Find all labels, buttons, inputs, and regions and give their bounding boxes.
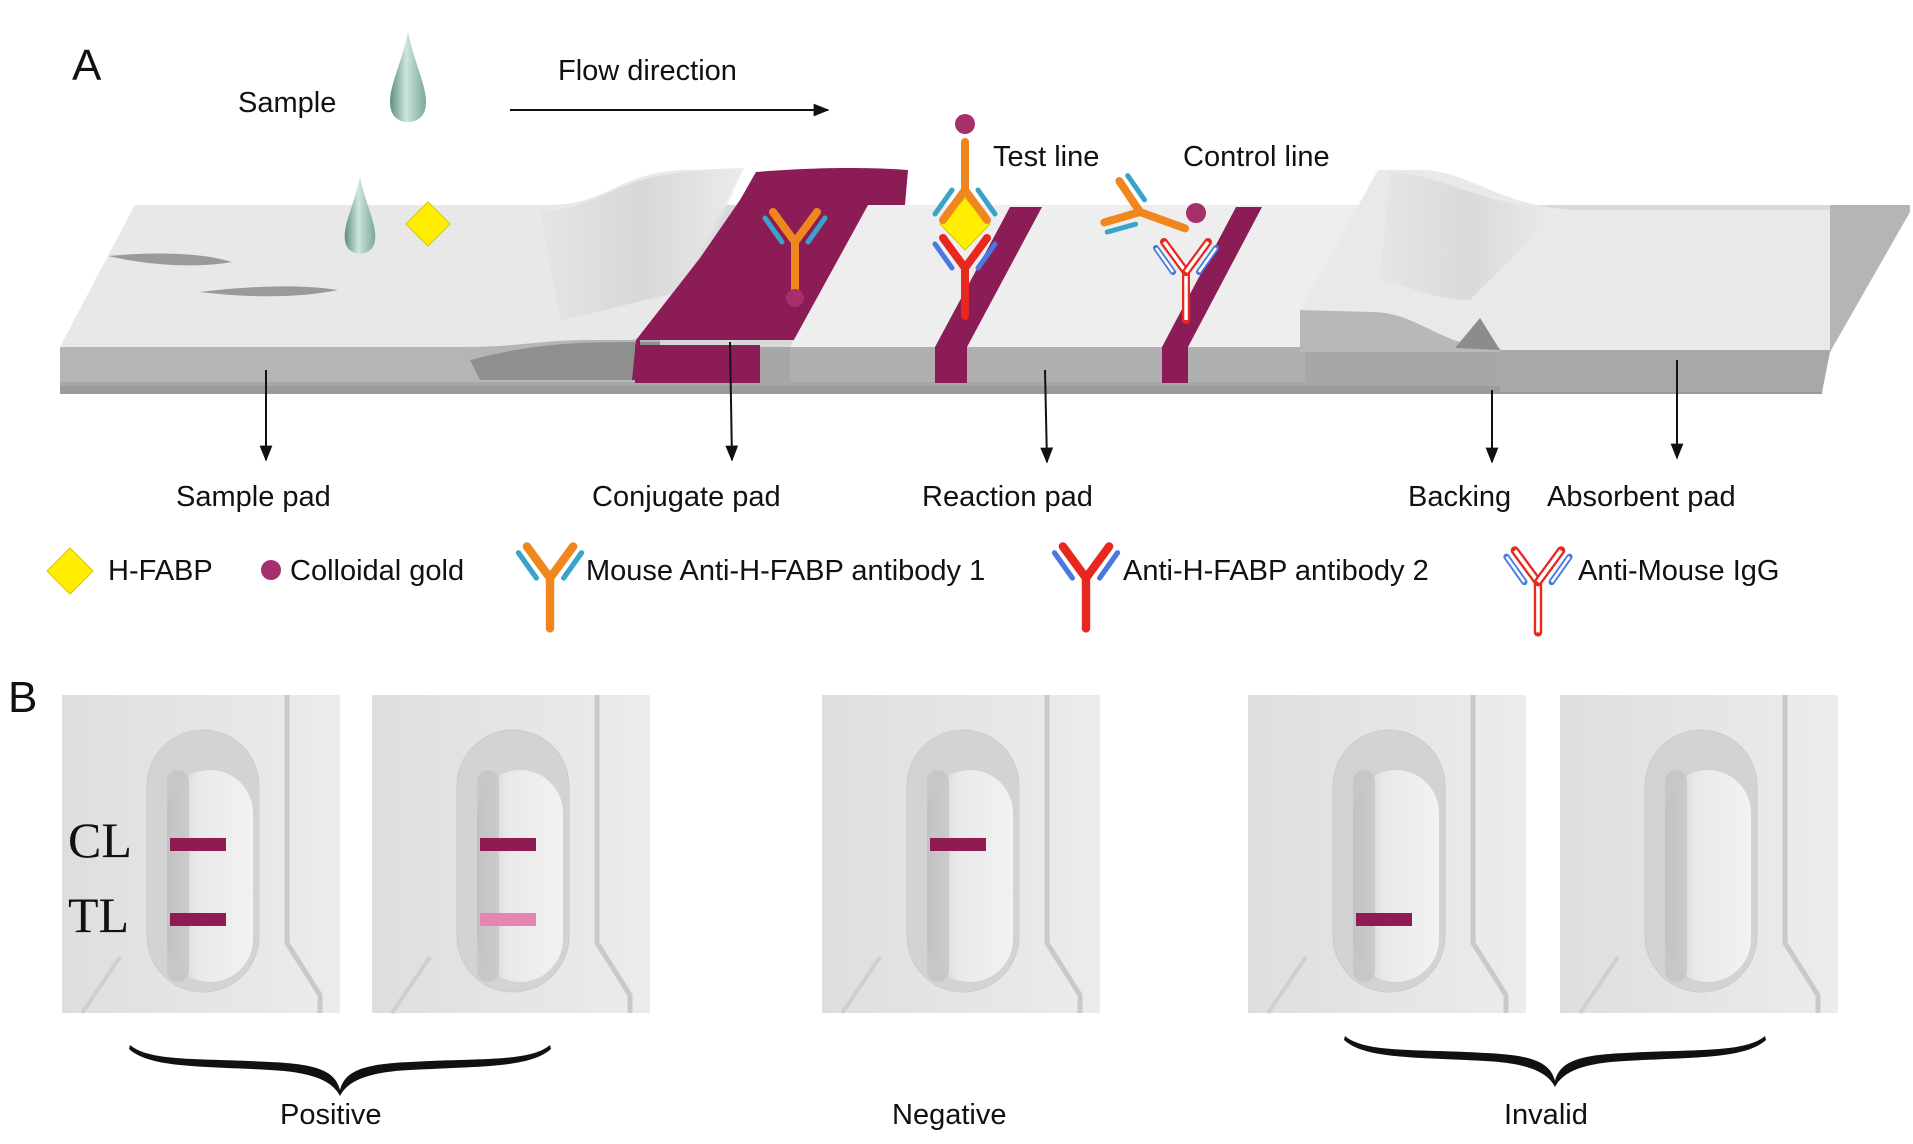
cl-label: CL <box>68 812 132 868</box>
conjugate-antibody-icon <box>765 212 825 307</box>
pad-pointer-arrows <box>259 341 1684 464</box>
hfabp-legend-icon <box>46 547 94 595</box>
control-line-mark <box>930 838 986 851</box>
test-line-mark <box>170 913 226 926</box>
result-cards <box>62 695 1838 1015</box>
anti-mouse-legend-icon <box>1507 551 1570 633</box>
sample-label: Sample <box>238 87 336 119</box>
hfabp-legend-label: H-FABP <box>108 555 213 587</box>
antibody2-legend-icon <box>1055 547 1118 629</box>
anti-mouse-legend-label: Anti-Mouse IgG <box>1578 555 1779 587</box>
test-line-mark <box>480 913 536 926</box>
legend: H-FABP Colloidal gold Mouse Anti-H-FABP … <box>46 547 1779 633</box>
antibody1-legend-icon <box>519 547 582 629</box>
hfabp-on-sample-icon <box>405 201 451 247</box>
gold-legend-icon <box>261 560 281 580</box>
result-card-negative <box>822 695 1100 1015</box>
antibody1-legend-label: Mouse Anti-H-FABP antibody 1 <box>586 555 985 587</box>
conjugate-pad <box>632 168 908 380</box>
result-card-positive <box>372 695 650 1015</box>
test-line-label: Test line <box>993 141 1099 173</box>
absorbent-pad-label: Absorbent pad <box>1547 481 1736 513</box>
test-strip <box>60 168 1910 394</box>
test-line-mark <box>1356 913 1412 926</box>
sample-drop-on-pad-icon <box>344 177 376 254</box>
antibody2-legend-label: Anti-H-FABP antibody 2 <box>1123 555 1429 587</box>
gold-legend-label: Colloidal gold <box>290 555 464 587</box>
sample-pad-label: Sample pad <box>176 481 331 513</box>
control-line-mark <box>480 838 536 851</box>
positive-brace <box>129 1045 551 1096</box>
negative-label: Negative <box>892 1099 1006 1131</box>
reaction-pad-label: Reaction pad <box>922 481 1093 513</box>
positive-label: Positive <box>280 1099 382 1131</box>
result-card-invalid <box>1560 695 1838 1015</box>
control-line-mark <box>170 838 226 851</box>
control-line-label: Control line <box>1183 141 1330 173</box>
invalid-label: Invalid <box>1504 1099 1588 1131</box>
panel-a-letter: A <box>72 41 102 90</box>
backing-label: Backing <box>1408 481 1511 513</box>
result-card-positive <box>62 695 340 1015</box>
sample-drop-icon <box>390 32 426 122</box>
reaction-pad <box>790 205 1380 347</box>
invalid-brace <box>1344 1036 1766 1087</box>
test-line-complex-icon <box>935 114 995 316</box>
tl-label: TL <box>68 887 129 943</box>
conjugate-pad-label: Conjugate pad <box>592 481 781 513</box>
panel-b-letter: B <box>8 673 37 722</box>
result-card-invalid <box>1248 695 1526 1015</box>
flow-direction-label: Flow direction <box>558 55 737 87</box>
control-line-complex-icon <box>1102 174 1216 320</box>
